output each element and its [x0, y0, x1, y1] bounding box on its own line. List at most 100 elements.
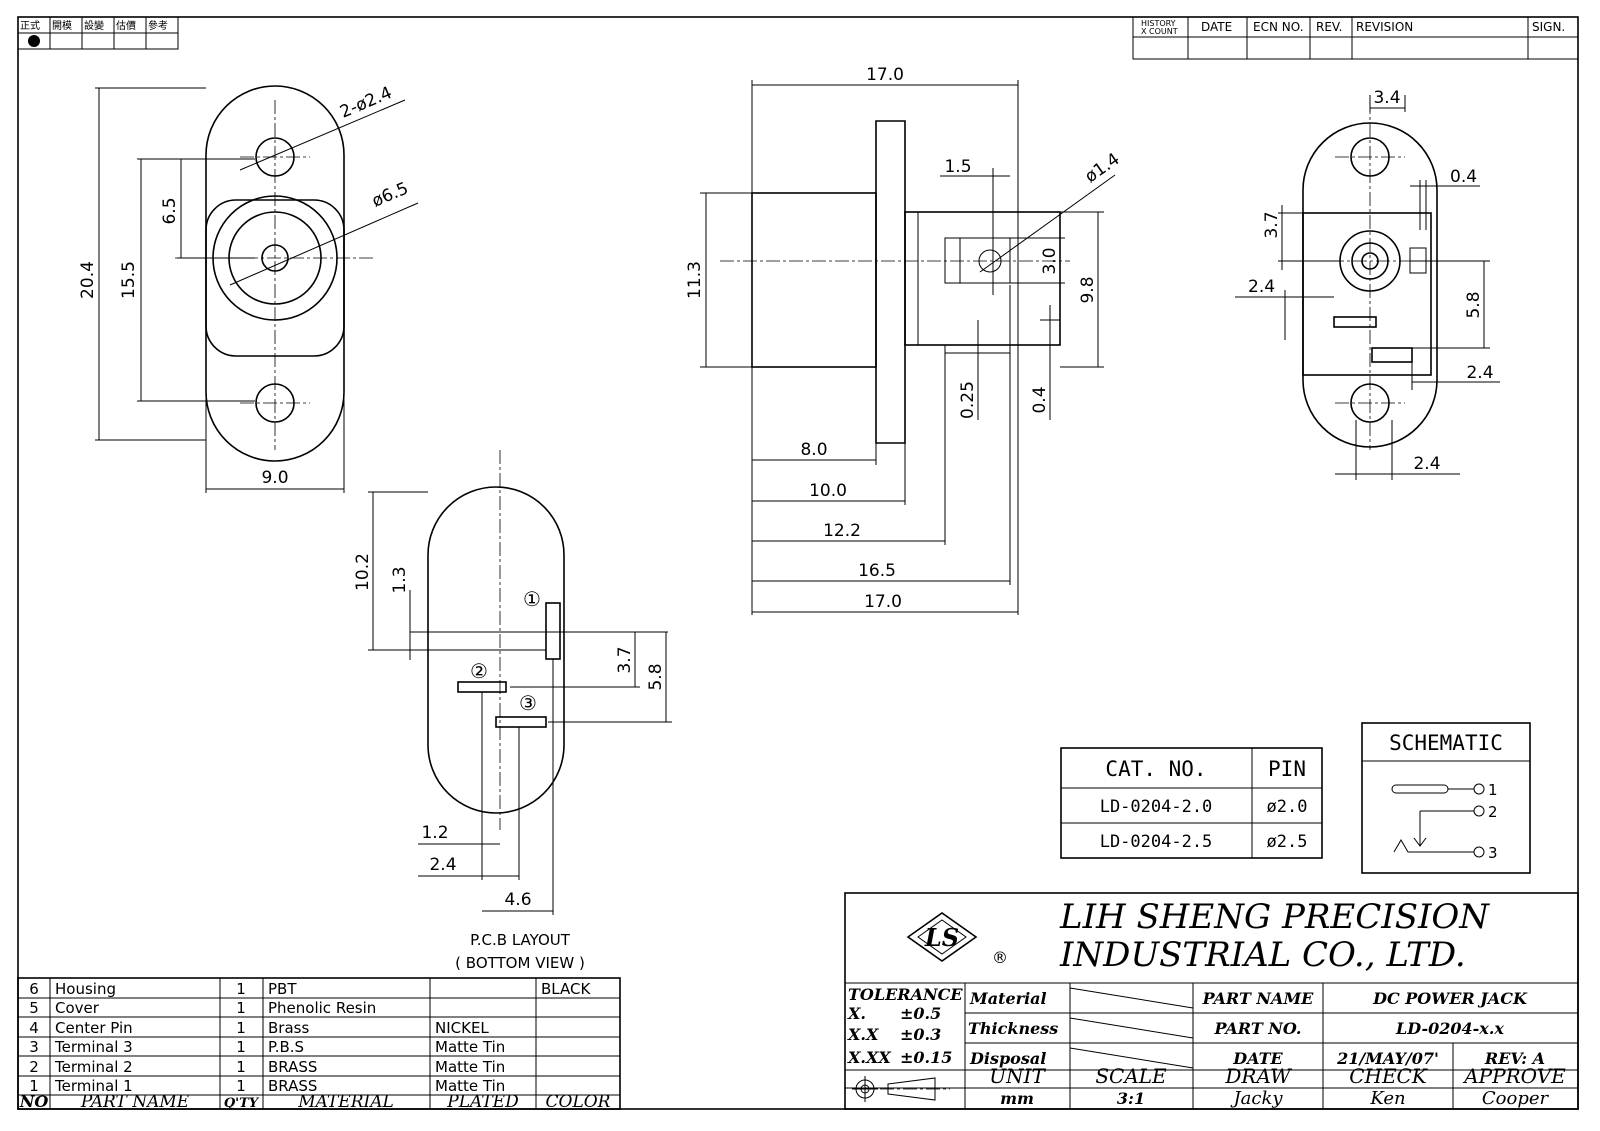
- stamp-boxes: 正式 開模 設變 估價 參考: [17, 16, 179, 50]
- bom-r5-name: Terminal 1: [54, 1077, 133, 1095]
- bom-r4-plated: Matte Tin: [435, 1058, 505, 1076]
- tol-label: TOLERANCE: [848, 985, 963, 1004]
- pcb-d3: 4.6: [504, 890, 531, 910]
- part-name-value: DC POWER JACK: [1372, 989, 1528, 1008]
- bom-r2-qty: 1: [236, 1019, 246, 1037]
- dim-width: 9.0: [261, 468, 288, 488]
- dim-jack: ø6.5: [369, 179, 411, 212]
- bom-r3-plated: Matte Tin: [435, 1038, 505, 1056]
- pcb-layout: ① ② ③ 10.2 1.3 3.7 5.8 1.2 2.4 4.6 P.C.B…: [353, 450, 672, 972]
- bom-r3-no: 3: [29, 1038, 39, 1056]
- title-block: LS ® LIH SHENG PRECISION INDUSTRIAL CO.,…: [844, 892, 1579, 1110]
- pcb-h2: 1.3: [390, 566, 410, 593]
- date-value: 21/MAY/07': [1336, 1049, 1439, 1068]
- stamp-4: 參考: [148, 19, 168, 32]
- bom-r0-color: BLACK: [541, 980, 591, 998]
- bom-r3-mat: P.B.S: [268, 1038, 304, 1056]
- bom-header: NO PART NAME Q'TY MATERIAL PLATED COLOR: [19, 1092, 611, 1112]
- schematic-title: SCHEMATIC: [1389, 731, 1503, 755]
- rev-ecn: ECN NO.: [1253, 20, 1304, 34]
- bom-row: 4 Center Pin 1 Brass NICKEL: [29, 1019, 489, 1037]
- bom-h-plated: PLATED: [446, 1092, 519, 1112]
- dim-rear-h: 9.8: [1078, 276, 1098, 303]
- part-name-label: PART NAME: [1202, 989, 1315, 1008]
- unit-value: mm: [1000, 1089, 1034, 1108]
- pcb-title2: ( BOTTOM VIEW ): [455, 954, 585, 972]
- pcb-pin1: ①: [523, 587, 541, 611]
- dim-d10: 10.0: [809, 481, 847, 501]
- check-value: Ken: [1369, 1088, 1405, 1109]
- rev-xcount: X COUNT: [1141, 27, 1178, 36]
- bom-r4-no: 2: [29, 1058, 39, 1076]
- dim-d17: 17.0: [864, 592, 902, 612]
- revision-block: HISTORY X COUNT DATE ECN NO. REV. REVISI…: [1132, 16, 1579, 60]
- part-no-value: LD-0204-x.x: [1395, 1019, 1504, 1038]
- draw-value: Jacky: [1229, 1088, 1283, 1109]
- stamp-2: 設變: [84, 19, 104, 32]
- side-view: 17.0 1.5 ø1.4 11.3 3.0 9.8 0.25 0.4 8.0 …: [685, 65, 1124, 615]
- cat-row1-cat: LD-0204-2.0: [1100, 797, 1213, 817]
- bom-r4-qty: 1: [236, 1058, 246, 1076]
- tol-2v: ±0.3: [900, 1025, 941, 1044]
- bom-r2-no: 4: [29, 1019, 39, 1037]
- bom-r1-name: Cover: [55, 999, 100, 1017]
- bom-r4-mat: BRASS: [268, 1058, 317, 1076]
- check-label: CHECK: [1349, 1064, 1428, 1088]
- material-label: Material: [969, 989, 1047, 1008]
- cat-row2-cat: LD-0204-2.5: [1100, 832, 1213, 852]
- dim-height: 20.4: [78, 261, 98, 299]
- scale-label: SCALE: [1095, 1064, 1167, 1088]
- dim-t2: 0.4: [1030, 386, 1050, 413]
- pcb-d1: 1.2: [421, 823, 448, 843]
- pcb-pin2: ②: [470, 659, 488, 683]
- bom-r0-qty: 1: [236, 980, 246, 998]
- thickness-label: Thickness: [968, 1019, 1058, 1038]
- rev-rev: REV.: [1316, 20, 1342, 34]
- rear-h2: 5.8: [1464, 291, 1484, 318]
- pcb-v1: 3.7: [615, 646, 635, 673]
- tol-2k: X.X: [847, 1025, 879, 1044]
- tol-3k: X.XX: [847, 1048, 891, 1067]
- company-line1: LIH SHENG PRECISION: [1059, 897, 1490, 937]
- cat-row2-pin: ø2.5: [1267, 832, 1308, 852]
- rear-w: 3.4: [1373, 88, 1400, 108]
- bom-h-color: COLOR: [546, 1092, 611, 1112]
- rev-history: HISTORY: [1141, 19, 1176, 28]
- tol-3v: ±0.15: [900, 1048, 952, 1067]
- bom-r1-qty: 1: [236, 999, 246, 1017]
- bom-r5-mat: BRASS: [268, 1077, 317, 1095]
- approve-value: Cooper: [1482, 1088, 1550, 1109]
- logo-reg: ®: [992, 948, 1008, 967]
- dim-length-top: 17.0: [866, 65, 904, 85]
- rev-revision: REVISION: [1356, 20, 1413, 34]
- bom-h-name: PART NAME: [80, 1092, 190, 1112]
- catalog-table: CAT. NO. PIN LD-0204-2.0 ø2.0 LD-0204-2.…: [1060, 747, 1323, 859]
- bom-r0-mat: PBT: [268, 980, 297, 998]
- sheet-border: [17, 16, 1579, 1110]
- bom-row: 2 Terminal 2 1 BRASS Matte Tin: [29, 1058, 505, 1076]
- scale-value: 3:1: [1117, 1089, 1145, 1108]
- pcb-v2: 5.8: [646, 663, 666, 690]
- sch-p2: 2: [1488, 803, 1498, 821]
- dim-t1: 0.25: [958, 381, 978, 419]
- rev-value: REV: A: [1484, 1049, 1545, 1068]
- sch-p1: 1: [1488, 781, 1498, 799]
- approve-label: APPROVE: [1462, 1064, 1566, 1088]
- dim-pin-h: 3.0: [1040, 247, 1060, 274]
- dim-pin-w: 1.5: [944, 157, 971, 177]
- bom-row: 5 Cover 1 Phenolic Resin: [29, 999, 376, 1017]
- rear-t: 0.4: [1450, 167, 1477, 187]
- bom-h-no: NO: [19, 1092, 49, 1111]
- unit-label: UNIT: [989, 1064, 1046, 1088]
- rev-sign: SIGN.: [1532, 20, 1565, 34]
- tol-1k: X.: [847, 1004, 866, 1023]
- cat-row1-pin: ø2.0: [1267, 797, 1308, 817]
- date-label: DATE: [1232, 1049, 1283, 1068]
- bom-r3-qty: 1: [236, 1038, 246, 1056]
- bom-r2-mat: Brass: [268, 1019, 309, 1037]
- bom-row: 6 Housing 1 PBT BLACK: [29, 980, 591, 998]
- pcb-d2: 2.4: [429, 855, 456, 875]
- part-no-label: PART NO.: [1214, 1019, 1302, 1038]
- bom-r5-plated: Matte Tin: [435, 1077, 505, 1095]
